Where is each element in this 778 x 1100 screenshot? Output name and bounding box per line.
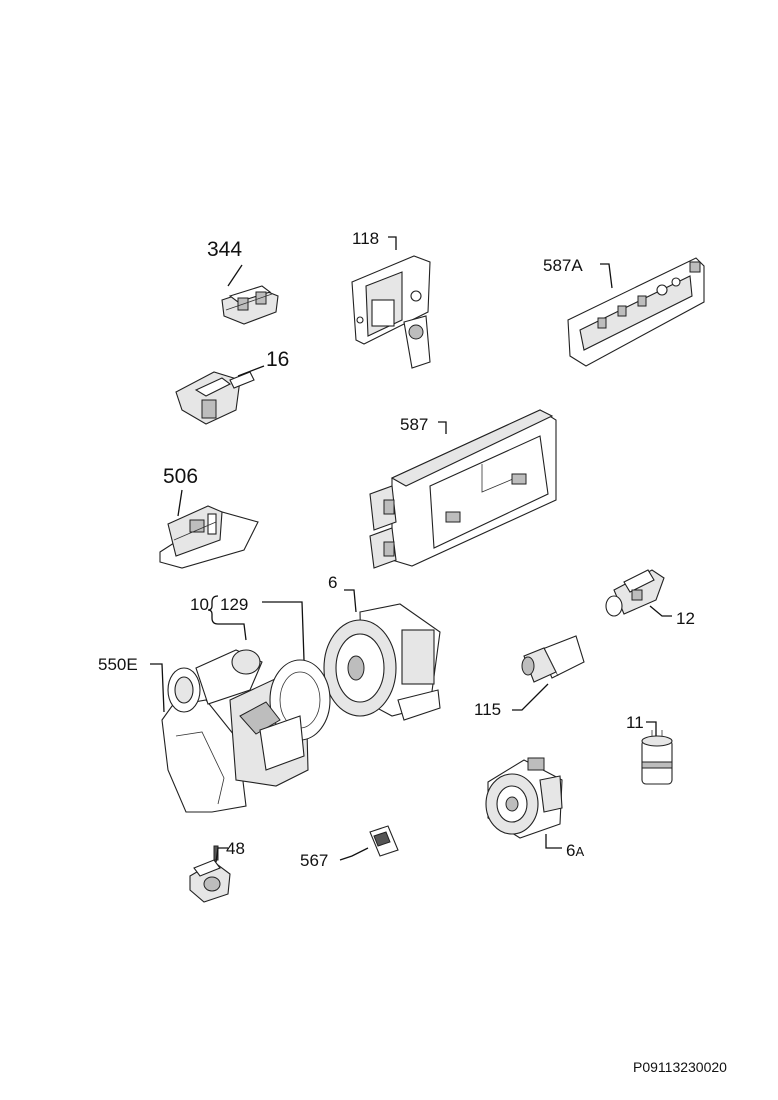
label-506: 506 — [163, 465, 198, 488]
part-6A — [485, 757, 563, 839]
leader-115 — [512, 683, 549, 711]
leader-344 — [227, 264, 243, 287]
part-506 — [159, 505, 259, 569]
leader-10 — [218, 623, 247, 641]
leader-12 — [649, 605, 672, 617]
leader-6 — [344, 589, 357, 613]
part-587A — [567, 257, 705, 367]
label-6: 6 — [328, 573, 337, 592]
leader-506 — [177, 489, 183, 517]
leader-587 — [438, 421, 447, 434]
part-48 — [189, 845, 231, 903]
drawing-code: P09113230020 — [633, 1059, 727, 1075]
part-550E — [161, 649, 331, 813]
label-10: 10 — [190, 595, 209, 614]
part-12 — [605, 569, 665, 617]
part-6 — [323, 603, 441, 721]
label-115: 115 — [474, 700, 501, 719]
leader-550E — [150, 663, 165, 713]
leader-567 — [339, 847, 369, 861]
part-16 — [175, 371, 255, 425]
label-16: 16 — [266, 348, 289, 371]
part-344 — [221, 285, 279, 325]
label-11: 11 — [626, 713, 644, 732]
label-12: 12 — [676, 609, 695, 628]
leader-11 — [646, 721, 657, 736]
leader-6A — [545, 834, 562, 849]
label-129: 129 — [220, 595, 248, 614]
label-587: 587 — [400, 415, 428, 434]
leader-118 — [388, 236, 397, 250]
leader-48 — [215, 847, 228, 863]
leader-129 — [262, 601, 305, 661]
part-567 — [369, 825, 399, 857]
label-550E: 550E — [98, 655, 138, 674]
part-587 — [369, 409, 557, 569]
label-6A: 6A — [566, 841, 584, 860]
brace-10 — [207, 595, 219, 625]
label-587A: 587A — [543, 256, 583, 275]
leader-587A — [600, 263, 613, 289]
label-118: 118 — [352, 229, 379, 248]
part-115 — [521, 635, 585, 683]
part-11 — [641, 730, 673, 785]
label-567: 567 — [300, 851, 328, 870]
leader-16 — [237, 365, 265, 377]
part-118 — [351, 255, 431, 369]
label-344: 344 — [207, 238, 242, 261]
label-48: 48 — [226, 839, 245, 858]
